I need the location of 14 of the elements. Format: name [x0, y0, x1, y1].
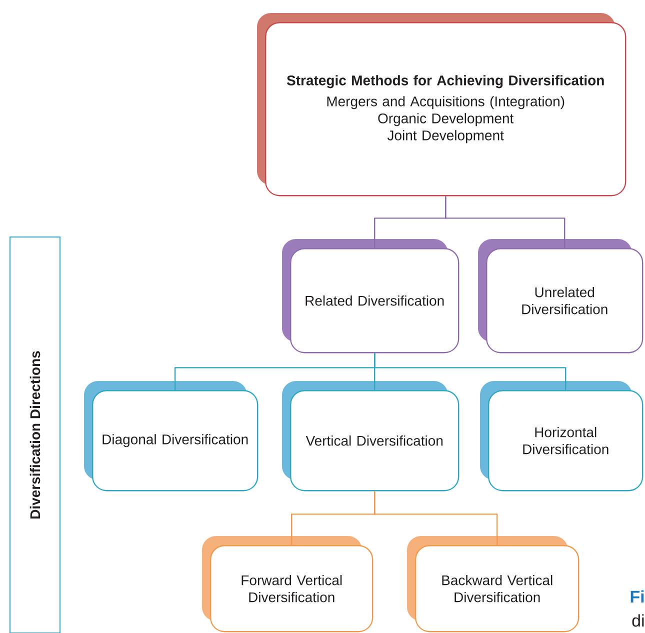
- diversification-box: Horizontal Diversification: [480, 381, 644, 492]
- diversification-box: Vertical Diversification: [282, 381, 460, 492]
- diversification-box: Unrelated Diversification: [478, 239, 644, 354]
- side-band: Diversification Directions: [10, 236, 60, 633]
- diversification-box: Strategic Methods for Achieving Diversification Mergers and Acquisitions (Integration) Organic Development Joint Development: [257, 13, 626, 196]
- diversification-box: Diagonal Diversification: [84, 381, 258, 492]
- diversification-box: Backward Vertical Diversification: [407, 536, 580, 632]
- connector: [445, 196, 566, 248]
- diversification-box: Forward Vertical Diversification: [202, 536, 374, 632]
- connector: [374, 353, 566, 390]
- caption-fragment: Fi: [630, 590, 644, 603]
- connector: [374, 491, 498, 545]
- diversification-box: Related Diversification: [282, 239, 460, 354]
- caption-fragment: di: [632, 614, 644, 627]
